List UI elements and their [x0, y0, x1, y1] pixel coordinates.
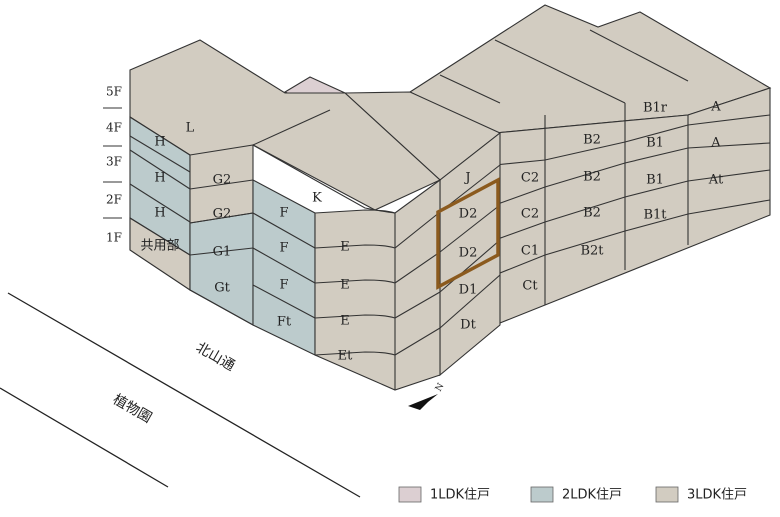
unit-b1r: B1r	[643, 101, 668, 116]
floor-label-5f: 5F	[106, 85, 122, 99]
unit-e-2f: E	[340, 278, 350, 293]
unit-e-3f: E	[340, 240, 350, 255]
unit-common-area: 共用部	[140, 239, 179, 254]
legend-label-3ldk: 3LDK住戸	[687, 488, 747, 503]
unit-f-1f: F	[279, 278, 288, 293]
unit-a-4f: A	[710, 136, 721, 151]
legend-swatch-2ldk	[530, 486, 554, 503]
unit-c2-2f: C2	[521, 207, 539, 222]
unit-k: K	[312, 191, 322, 206]
botanical-street-line	[0, 387, 169, 488]
floor-scale: 5F 4F 3F 2F 1F	[103, 85, 122, 245]
unit-j: J	[463, 171, 470, 186]
unit-g2-3f: G2	[213, 173, 232, 188]
floor-label-4f: 4F	[106, 121, 122, 135]
unit-h-2f: H	[154, 206, 165, 221]
unit-b2-2f: B2	[583, 206, 601, 221]
legend-label-1ldk: 1LDK住戸	[430, 488, 490, 503]
unit-b1t: B1t	[643, 208, 667, 223]
unit-labels: L K J H H H 共用部 G2 G2 G1 Gt F F F Ft E E…	[140, 100, 723, 364]
unit-ft: Ft	[277, 315, 292, 330]
unit-g1: G1	[213, 245, 232, 260]
unit-et: Et	[338, 349, 353, 364]
unit-at: At	[708, 173, 724, 188]
legend-swatch-3ldk	[655, 486, 679, 503]
floor-label-3f: 3F	[106, 155, 122, 169]
legend: 1LDK住戸 2LDK住戸 3LDK住戸	[398, 486, 747, 503]
unit-e-1f: E	[340, 314, 350, 329]
unit-b2t: B2t	[580, 244, 604, 259]
kitayama-street-line	[7, 292, 361, 498]
unit-gt: Gt	[214, 281, 230, 296]
unit-h-3f: H	[154, 171, 165, 186]
unit-c2-3f: C2	[521, 171, 539, 186]
unit-d2-2f: D2	[459, 246, 478, 261]
north-arrow-icon	[408, 394, 438, 410]
unit-h-4f: H	[154, 135, 165, 150]
unit-d2-3f: D2	[459, 207, 478, 222]
west-wing-g-lower	[189, 212, 254, 326]
floor-label-1f: 1F	[106, 231, 122, 245]
e-column-face	[314, 178, 441, 391]
unit-b1-3f: B1	[646, 173, 664, 188]
unit-ct: Ct	[522, 279, 538, 294]
unit-dt: Dt	[460, 318, 476, 333]
kitayama-street-label: 北山通	[193, 340, 237, 375]
legend-label-2ldk: 2LDK住戸	[562, 488, 622, 503]
unit-f-3f: F	[279, 206, 288, 221]
unit-b2-3f: B2	[583, 170, 601, 185]
legend-swatch-1ldk	[398, 486, 422, 503]
unit-b2-4f: B2	[583, 133, 601, 148]
unit-l: L	[186, 121, 195, 136]
unit-g2-2f: G2	[213, 207, 232, 222]
unit-f-2f: F	[279, 241, 288, 256]
unit-d1: D1	[459, 283, 478, 298]
unit-b1-4f: B1	[646, 136, 664, 151]
floor-label-2f: 2F	[106, 193, 122, 207]
d2-highlight-frame	[436, 177, 500, 290]
botanical-street-label: 植物園	[110, 392, 154, 427]
north-arrow: N	[408, 382, 447, 410]
north-label: N	[434, 382, 447, 394]
unit-a-5f: A	[710, 100, 721, 115]
unit-c1: C1	[521, 244, 539, 259]
